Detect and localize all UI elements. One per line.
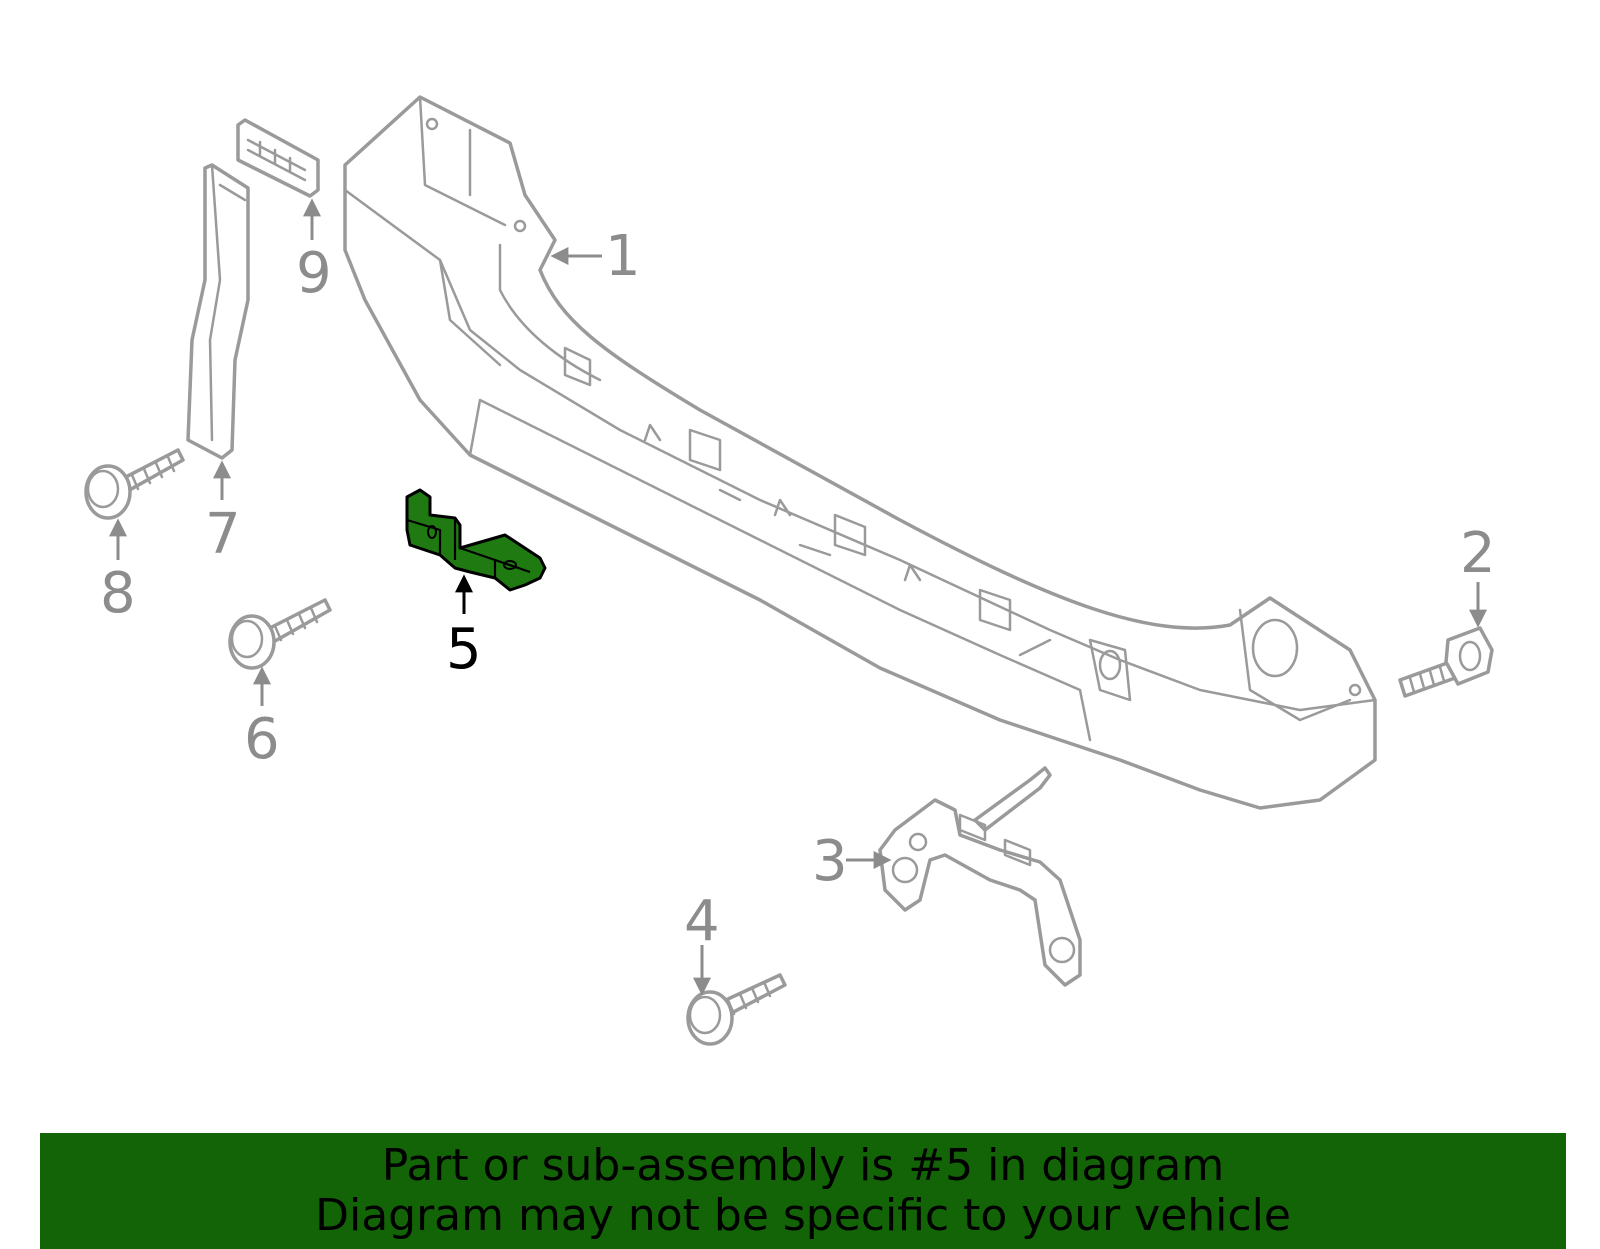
screw-6-part[interactable] [228,598,332,670]
parts-diagram: 1 2 3 4 5 6 7 8 9 [84,95,1496,1046]
callout-label-9: 9 [296,241,332,306]
footer-banner: Part or sub-assembly is #5 in diagram Di… [40,1133,1566,1249]
bracket-assembly-part[interactable] [878,766,1082,987]
callout-label-1: 1 [605,224,641,289]
support-strip-part[interactable] [186,163,250,460]
screw-4-part[interactable] [686,973,787,1046]
callout-label-2: 2 [1460,521,1496,586]
callout-label-3: 3 [812,829,848,894]
reinforcement-beam-part[interactable] [343,95,1377,810]
screw-8-part[interactable] [84,448,185,520]
callout-labels: 1 2 3 4 5 6 7 8 9 [100,224,1496,954]
bolt-part[interactable] [1398,626,1494,698]
callout-label-4: 4 [684,889,720,954]
callout-label-8: 8 [100,561,136,626]
footer-part-note: Part or sub-assembly is #5 in diagram [381,1140,1225,1191]
callout-label-6: 6 [244,707,280,772]
clip-part[interactable] [236,118,320,198]
footer-vehicle-disclaimer: Diagram may not be specific to your vehi… [315,1190,1291,1241]
mounting-bracket-part[interactable] [405,488,547,592]
callout-label-7: 7 [205,502,241,567]
callout-label-5: 5 [446,617,482,682]
callout-arrows [109,198,1487,996]
